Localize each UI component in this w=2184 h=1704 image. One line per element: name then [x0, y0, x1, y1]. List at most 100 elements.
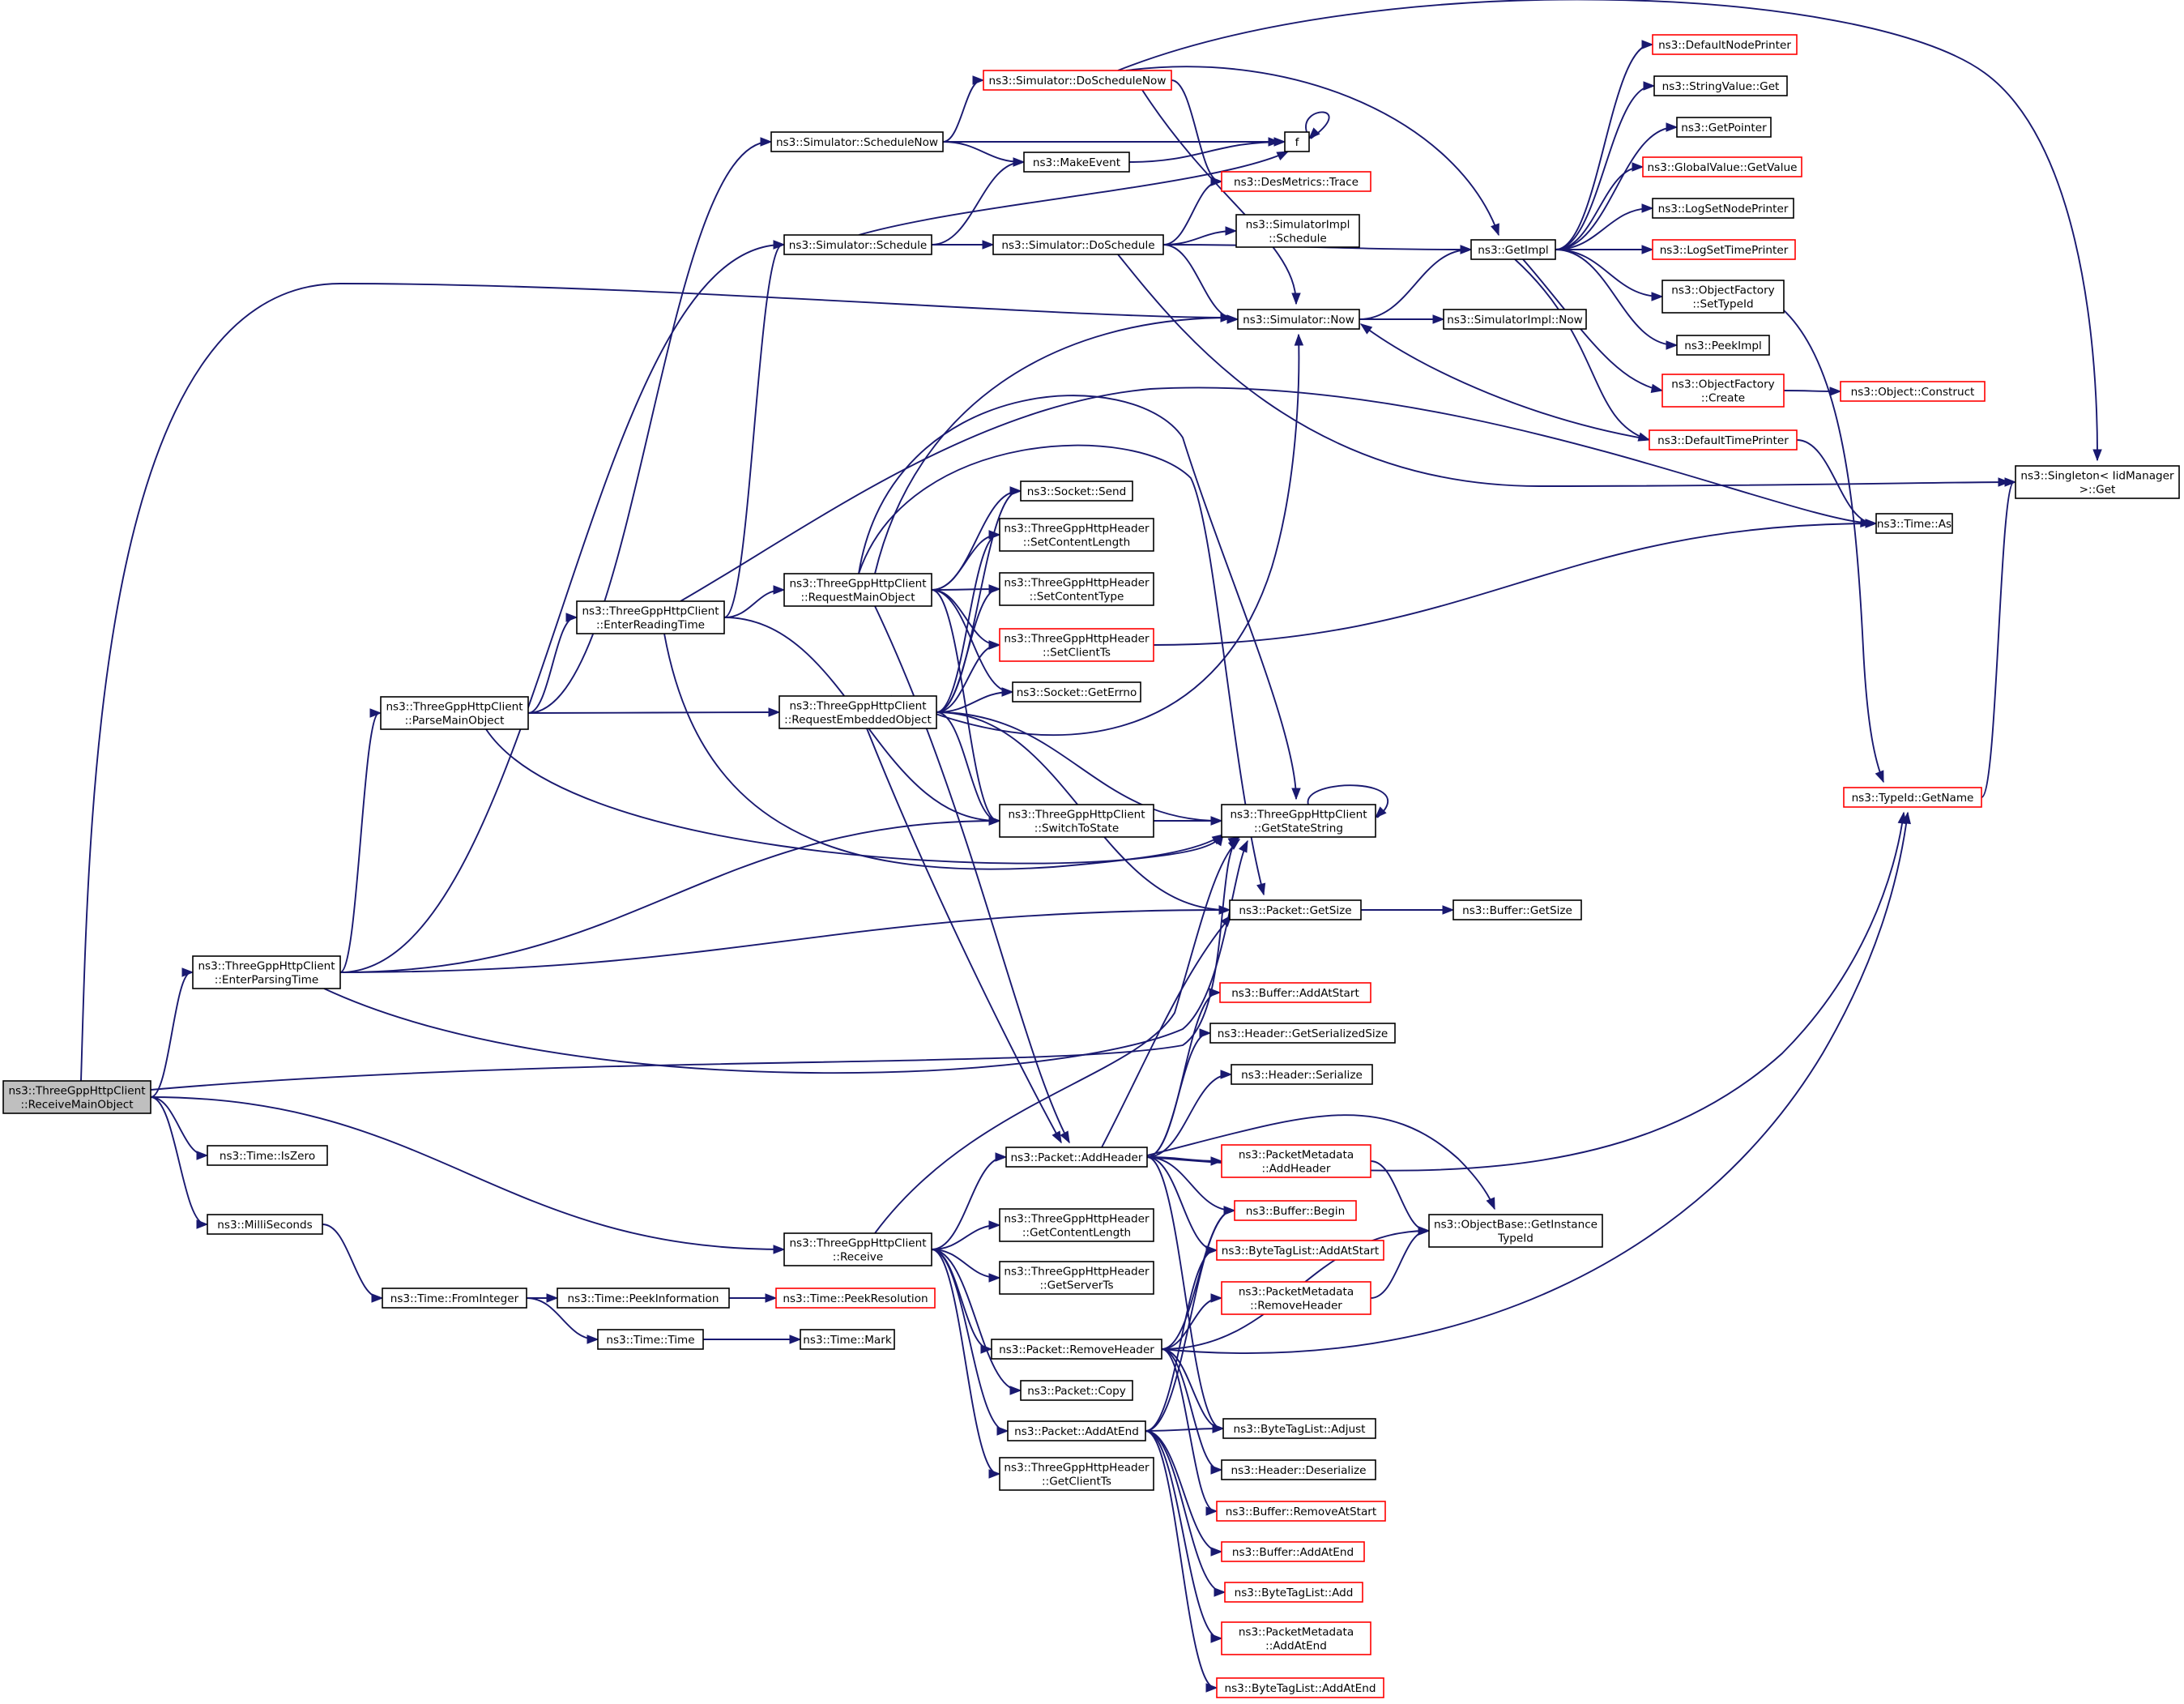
node-pmRemoveHeader[interactable]: ns3::PacketMetadata::RemoveHeader — [1221, 1281, 1371, 1315]
node-bufAddAtEnd[interactable]: ns3::Buffer::AddAtEnd — [1221, 1541, 1365, 1562]
node-getContentLength[interactable]: ns3::ThreeGppHttpHeader::GetContentLengt… — [999, 1208, 1154, 1242]
node-objFactoryCreate[interactable]: ns3::ObjectFactory::Create — [1661, 374, 1785, 408]
call-edge-addAtEnd-to-btlAddAtEnd — [1145, 1430, 1216, 1689]
node-parseMainObject[interactable]: ns3::ThreeGppHttpClient::ParseMainObject — [380, 696, 529, 730]
node-pmAddAtEnd[interactable]: ns3::PacketMetadata::AddAtEnd — [1221, 1621, 1371, 1655]
node-peekImpl[interactable]: ns3::PeekImpl — [1676, 335, 1770, 356]
node-hdrSerialize[interactable]: ns3::Header::Serialize — [1231, 1064, 1373, 1085]
node-box-getStateString — [1221, 804, 1376, 838]
call-edge-packetGetSize-to-bufGetSize-arrowhead — [1442, 905, 1455, 915]
call-edge-addHeader-to-packetGetSize-arrowhead — [1220, 914, 1232, 927]
node-box-logSetTimePrinter — [1652, 239, 1796, 260]
node-doSchedule[interactable]: ns3::Simulator::DoSchedule — [992, 234, 1164, 255]
node-getImpl[interactable]: ns3::GetImpl — [1470, 239, 1556, 260]
node-requestMainObject[interactable]: ns3::ThreeGppHttpClient::RequestMainObje… — [783, 573, 932, 607]
node-globalValueGetValue[interactable]: ns3::GlobalValue::GetValue — [1642, 156, 1802, 177]
node-box-getErrno — [1012, 681, 1141, 703]
node-setContentType[interactable]: ns3::ThreeGppHttpHeader::SetContentType — [999, 572, 1154, 606]
node-getServerTs[interactable]: ns3::ThreeGppHttpHeader::GetServerTs — [999, 1261, 1154, 1295]
node-timeMark[interactable]: ns3::Time::Mark — [800, 1329, 895, 1350]
node-peekResolution[interactable]: ns3::Time::PeekResolution — [775, 1288, 936, 1309]
node-logSetTimePrinter[interactable]: ns3::LogSetTimePrinter — [1652, 239, 1796, 260]
call-edge-receive-to-addHeader-arrowhead — [995, 1152, 1008, 1162]
call-edge-getImpl-to-logSetNodePrinter-arrowhead — [1641, 203, 1654, 213]
node-objFactorySetTypeId[interactable]: ns3::ObjectFactory::SetTypeId — [1661, 280, 1785, 314]
node-label-root-0: ns3::ThreeGppHttpClient — [8, 1085, 145, 1098]
node-socketSend[interactable]: ns3::Socket::Send — [1020, 480, 1133, 502]
node-packetCopy[interactable]: ns3::Packet::Copy — [1020, 1380, 1133, 1401]
call-edge-getStateString-to-getStateString-arrowhead — [1375, 806, 1387, 818]
node-desTrace[interactable]: ns3::DesMetrics::Trace — [1221, 171, 1371, 192]
node-objConstruct[interactable]: ns3::Object::Construct — [1840, 381, 1986, 402]
node-label-btlAddAtStart-0: ns3::ByteTagList::AddAtStart — [1222, 1245, 1379, 1258]
node-simNow[interactable]: ns3::Simulator::Now — [1237, 309, 1360, 330]
node-enterParsingTime[interactable]: ns3::ThreeGppHttpClient::EnterParsingTim… — [192, 955, 341, 989]
node-isZero[interactable]: ns3::Time::IsZero — [207, 1145, 328, 1166]
node-label-getClientTs-1: ::GetClientTs — [1042, 1476, 1111, 1488]
node-defaultTimePrinter[interactable]: ns3::DefaultTimePrinter — [1649, 429, 1798, 451]
node-receive[interactable]: ns3::ThreeGppHttpClient::Receive — [783, 1232, 932, 1266]
node-requestEmbeddedObject[interactable]: ns3::ThreeGppHttpClient::RequestEmbedded… — [778, 695, 937, 729]
call-edge-enterParsingTime-to-getStateString — [323, 840, 1248, 1074]
node-box-packetGetSize — [1229, 899, 1362, 920]
node-label-scheduleNow-0: ns3::Simulator::ScheduleNow — [776, 136, 938, 149]
node-addHeader[interactable]: ns3::Packet::AddHeader — [1005, 1147, 1148, 1168]
node-btlAdjust[interactable]: ns3::ByteTagList::Adjust — [1222, 1418, 1376, 1439]
node-switchToState[interactable]: ns3::ThreeGppHttpClient::SwitchToState — [999, 804, 1154, 838]
node-removeHeader[interactable]: ns3::Packet::RemoveHeader — [991, 1339, 1162, 1360]
node-hdrGetSerSize[interactable]: ns3::Header::GetSerializedSize — [1209, 1023, 1396, 1044]
call-edge-root-to-isZero — [150, 1096, 207, 1156]
node-scheduleNow[interactable]: ns3::Simulator::ScheduleNow — [770, 131, 944, 152]
node-getClientTs[interactable]: ns3::ThreeGppHttpHeader::GetClientTs — [999, 1457, 1154, 1491]
node-btlAddAtEnd[interactable]: ns3::ByteTagList::AddAtEnd — [1216, 1677, 1384, 1698]
node-makeEvent[interactable]: ns3::MakeEvent — [1023, 152, 1130, 173]
node-f[interactable]: f — [1284, 131, 1310, 152]
call-edge-root-to-milliSeconds — [150, 1096, 207, 1225]
node-bufGetSize[interactable]: ns3::Buffer::GetSize — [1452, 899, 1582, 920]
call-edge-addAtEnd-to-btlAdd-arrowhead — [1214, 1587, 1226, 1597]
node-box-typeIdGetName — [1843, 787, 1982, 808]
node-bufBegin[interactable]: ns3::Buffer::Begin — [1234, 1200, 1357, 1221]
node-milliSeconds[interactable]: ns3::MilliSeconds — [207, 1214, 323, 1235]
call-edge-addHeader-to-hdrGetSerSize-arrowhead — [1199, 1028, 1212, 1038]
node-timeTime[interactable]: ns3::Time::Time — [597, 1329, 704, 1350]
node-setClientTs[interactable]: ns3::ThreeGppHttpHeader::SetClientTs — [999, 628, 1154, 662]
node-simImplSchedule[interactable]: ns3::SimulatorImpl::Schedule — [1235, 214, 1360, 248]
node-addAtEnd[interactable]: ns3::Packet::AddAtEnd — [1007, 1420, 1146, 1441]
node-logSetNodePrinter[interactable]: ns3::LogSetNodePrinter — [1652, 198, 1794, 219]
node-box-globalValueGetValue — [1642, 156, 1802, 177]
node-simImplNow[interactable]: ns3::SimulatorImpl::Now — [1443, 309, 1587, 330]
node-box-pmRemoveHeader — [1221, 1281, 1371, 1315]
node-label-simImplSchedule-0: ns3::SimulatorImpl — [1246, 219, 1350, 232]
node-typeIdGetName[interactable]: ns3::TypeId::GetName — [1843, 787, 1982, 808]
call-edge-parseMainObject-to-enterReadingTime — [527, 617, 576, 714]
node-schedule[interactable]: ns3::Simulator::Schedule — [783, 234, 932, 255]
node-btlAddAtStart[interactable]: ns3::ByteTagList::AddAtStart — [1216, 1240, 1384, 1261]
node-defaultNodePrinter[interactable]: ns3::DefaultNodePrinter — [1652, 34, 1798, 55]
call-edge-doScheduleNow-to-singletonGet — [1117, 0, 2098, 461]
node-enterReadingTime[interactable]: ns3::ThreeGppHttpClient::EnterReadingTim… — [576, 600, 725, 634]
node-setContentLength[interactable]: ns3::ThreeGppHttpHeader::SetContentLengt… — [999, 518, 1154, 552]
node-fromInteger[interactable]: ns3::Time::FromInteger — [382, 1288, 527, 1309]
node-timeAs[interactable]: ns3::Time::As — [1875, 513, 1953, 534]
node-label-pmAddHeader-0: ns3::PacketMetadata — [1239, 1149, 1354, 1162]
node-label-schedule-0: ns3::Simulator::Schedule — [789, 239, 928, 252]
node-pmAddHeader[interactable]: ns3::PacketMetadata::AddHeader — [1221, 1144, 1371, 1178]
node-box-btlAdd — [1224, 1582, 1363, 1603]
node-peekInformation[interactable]: ns3::Time::PeekInformation — [557, 1288, 730, 1309]
call-edge-peekInformation-to-peekResolution-arrowhead — [765, 1293, 778, 1303]
node-label-singletonGet-1: >::Get — [2079, 484, 2116, 497]
node-bufRemoveAtStart[interactable]: ns3::Buffer::RemoveAtStart — [1216, 1501, 1386, 1522]
node-btlAdd[interactable]: ns3::ByteTagList::Add — [1224, 1582, 1363, 1603]
node-packetGetSize[interactable]: ns3::Packet::GetSize — [1229, 899, 1362, 920]
node-doScheduleNow[interactable]: ns3::Simulator::DoScheduleNow — [983, 70, 1172, 91]
node-getStateString[interactable]: ns3::ThreeGppHttpClient::GetStateString — [1221, 804, 1376, 838]
node-hdrDeserialize[interactable]: ns3::Header::Deserialize — [1221, 1459, 1376, 1480]
call-edge-removeHeader-to-bufBegin — [1161, 1210, 1234, 1350]
node-getErrno[interactable]: ns3::Socket::GetErrno — [1012, 681, 1141, 703]
node-getPointer[interactable]: ns3::GetPointer — [1676, 117, 1772, 138]
node-bufAddAtStart[interactable]: ns3::Buffer::AddAtStart — [1219, 982, 1371, 1003]
node-stringValueGet[interactable]: ns3::StringValue::Get — [1653, 75, 1788, 96]
node-singletonGet[interactable]: ns3::Singleton< IidManager >::Get — [2015, 465, 2180, 499]
